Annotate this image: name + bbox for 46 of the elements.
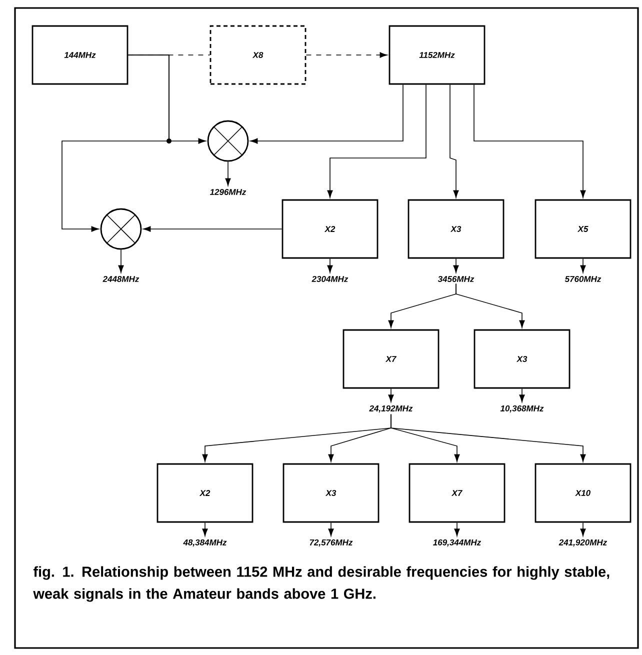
arrow: [327, 258, 333, 273]
multiplier-box: X3: [408, 199, 504, 259]
arrow: [580, 258, 586, 273]
frequency-label: 72,576MHz: [310, 539, 353, 547]
arrow: [328, 522, 334, 536]
mixer-symbol: [100, 208, 142, 250]
arrow: [453, 258, 459, 273]
multiplier-box: 1152MHz: [388, 25, 486, 85]
arrow: [456, 283, 525, 328]
mixer-symbol: [207, 120, 249, 162]
arrow: [450, 84, 459, 198]
arrow: [118, 249, 124, 273]
multiplier-box: X3: [474, 329, 570, 389]
frequency-label: 48,384MHz: [183, 539, 227, 547]
arrow: [306, 52, 388, 58]
multiplier-box: X7: [408, 463, 506, 523]
arrow: [250, 84, 404, 144]
arrow: [388, 388, 394, 402]
arrow: [327, 84, 426, 198]
arrow: [474, 84, 586, 198]
arrow: [390, 414, 586, 462]
frequency-label: 2304MHz: [312, 276, 348, 282]
multiplier-box: X2: [156, 463, 254, 523]
frequency-label: 3456MHz: [438, 276, 474, 282]
multiplier-box: X3: [282, 463, 380, 523]
frequency-label: 2448MHz: [102, 276, 140, 282]
arrow: [202, 522, 208, 536]
arrow: [225, 161, 231, 186]
frequency-label: 24,192MHz: [369, 405, 413, 413]
frequency-label: 1296MHz: [210, 189, 246, 195]
arrow: [143, 226, 282, 232]
multiplier-box: X2: [282, 199, 378, 259]
multiplier-box: X7: [342, 329, 440, 389]
multiplier-box: X10: [534, 463, 632, 523]
frequency-label: 241,920MHz: [558, 539, 608, 547]
frequency-label: 169,344MHz: [433, 539, 482, 547]
arrow: [580, 522, 586, 536]
multiplier-box: 144MHz: [32, 25, 128, 85]
multiplier-box: X8: [210, 25, 306, 85]
frequency-label: 5760MHz: [564, 276, 602, 282]
caption: fig. 1. Relationship between 1152 MHz and desirable frequencies for highly stable, weak signals in the Amateur bands above 1 GHz.: [33, 566, 610, 602]
arrow: [62, 54, 170, 232]
arrow: [519, 388, 525, 402]
arrow: [454, 522, 460, 536]
frequency-label: 10,368MHz: [500, 405, 544, 413]
multiplier-box: X5: [534, 199, 632, 259]
